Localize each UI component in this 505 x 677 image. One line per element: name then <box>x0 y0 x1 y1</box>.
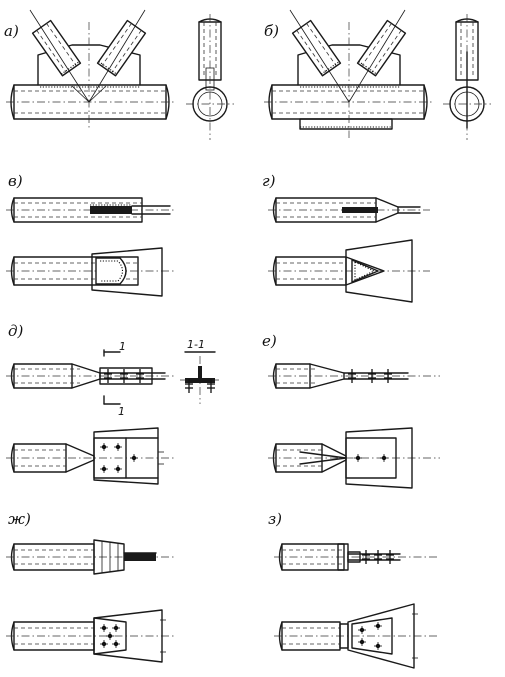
label-g: г) <box>262 172 276 190</box>
view-a-side <box>186 14 234 140</box>
conical-end-zh <box>93 539 125 575</box>
label-v: в) <box>8 172 23 190</box>
section-1-1: 1-1 <box>180 338 222 404</box>
gusset-v <box>91 247 163 297</box>
view-g: г) <box>262 172 430 303</box>
cut-mark-top: 1 <box>119 340 126 353</box>
bottom-plate-b <box>299 118 393 130</box>
view-d: д) 1 1 1-1 <box>6 322 222 485</box>
label-d: д) <box>8 322 24 340</box>
view-e: е) <box>262 332 440 489</box>
section-mark: 1-1 <box>187 338 205 351</box>
label-b: б) <box>264 22 279 40</box>
view-a: а) <box>4 9 234 140</box>
gusset-plate-b <box>297 44 401 86</box>
view-b: б) <box>264 9 491 140</box>
view-b-side <box>443 14 491 140</box>
view-zh: ж) <box>6 510 175 663</box>
gusset-g <box>345 239 413 303</box>
label-a: а) <box>4 22 19 40</box>
label-e: е) <box>262 332 277 350</box>
view-z: з) <box>268 510 440 669</box>
gusset-plate <box>37 44 141 86</box>
view-v: в) <box>6 172 176 297</box>
left-brace-pipe <box>31 19 82 77</box>
label-zh: ж) <box>8 510 31 528</box>
label-z: з) <box>268 510 282 528</box>
cut-mark-bottom: 1 <box>118 405 125 418</box>
